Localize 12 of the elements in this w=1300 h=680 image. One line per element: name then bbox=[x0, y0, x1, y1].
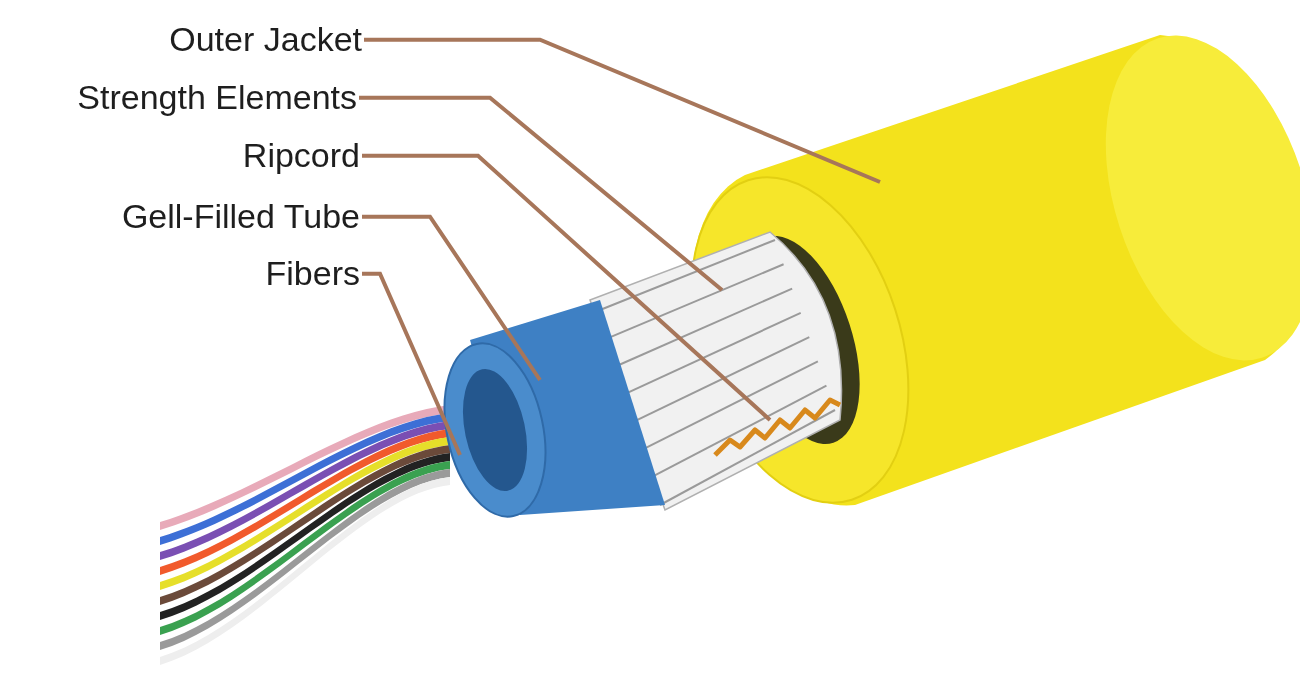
part-label: Outer Jacket bbox=[169, 21, 362, 59]
leader-line bbox=[362, 214, 542, 382]
leader-line bbox=[362, 271, 462, 456]
fibers-drawing bbox=[160, 405, 450, 665]
part-label: Strength Elements bbox=[77, 79, 357, 117]
part-label: Gell-Filled Tube bbox=[121, 198, 360, 236]
gel-filled-tube-drawing bbox=[443, 300, 665, 518]
leader-line bbox=[364, 37, 881, 184]
part-label: Ripcord bbox=[242, 137, 360, 175]
ripcord-drawing bbox=[713, 397, 842, 457]
part-label: Fibers bbox=[265, 255, 360, 293]
leader-line bbox=[362, 153, 772, 422]
